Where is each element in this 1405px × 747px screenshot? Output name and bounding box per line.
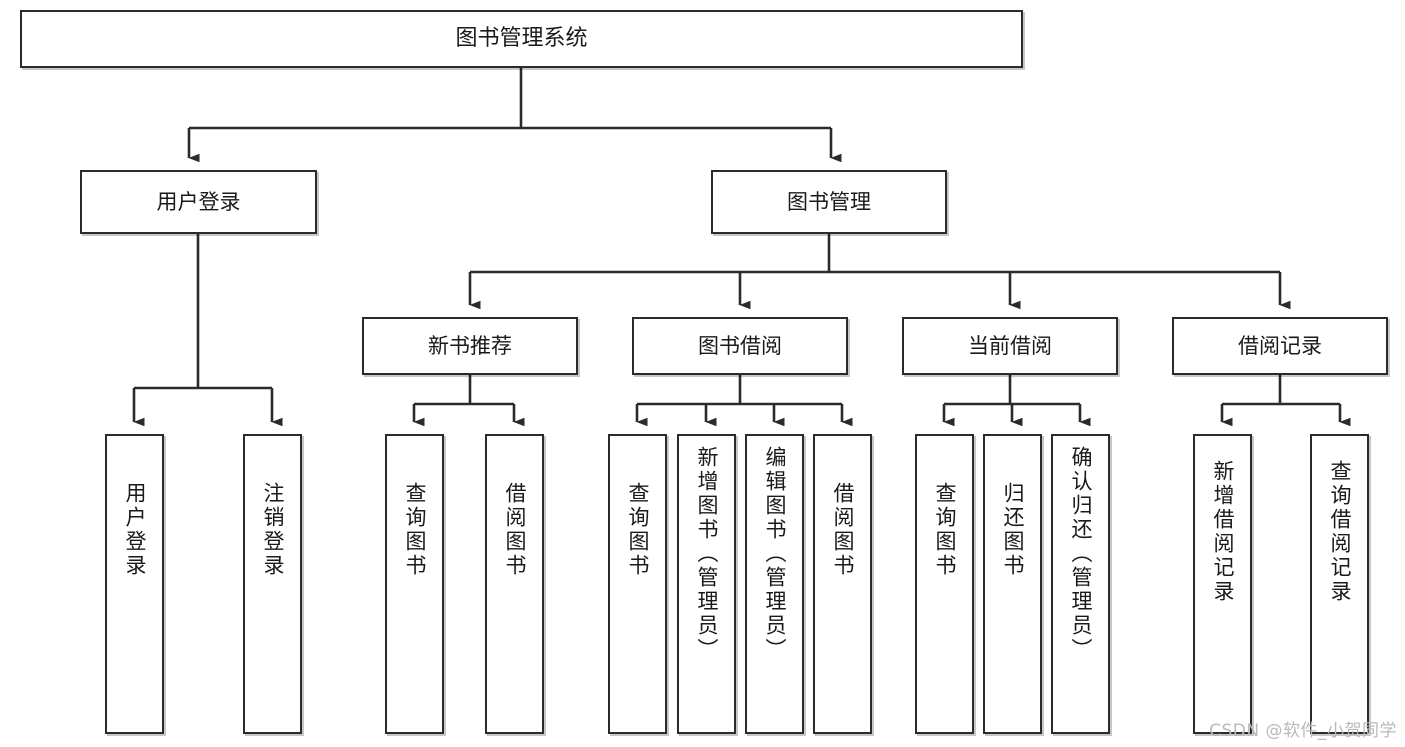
node-leaf-query-book-2[interactable]: 查询图书 [608,434,667,734]
node-leaf-confirm-return-admin[interactable]: 确认归还（管理员） [1051,434,1110,734]
node-book-management[interactable]: 图书管理 [711,170,947,234]
node-label: 借阅图书 [831,482,855,578]
node-label: 当前借阅 [968,333,1052,358]
node-label: 借阅图书 [503,482,527,578]
node-current-borrow[interactable]: 当前借阅 [902,317,1118,375]
node-book-borrow[interactable]: 图书借阅 [632,317,848,375]
node-leaf-user-login[interactable]: 用户登录 [105,434,164,734]
node-label: 图书管理 [787,189,871,214]
node-label: 新书推荐 [428,333,512,358]
node-label: 图书借阅 [698,333,782,358]
node-leaf-add-book-admin[interactable]: 新增图书（管理员） [677,434,736,734]
node-label: 查询图书 [403,482,427,578]
node-label: 查询借阅记录 [1328,460,1352,604]
node-leaf-borrow-book-1[interactable]: 借阅图书 [485,434,544,734]
node-root-system[interactable]: 图书管理系统 [20,10,1023,68]
node-label: 归还图书 [1001,482,1025,578]
node-label: 注销登录 [261,482,285,578]
node-label: 查询图书 [933,482,957,578]
node-leaf-logout-login[interactable]: 注销登录 [243,434,302,734]
node-leaf-query-borrow-record[interactable]: 查询借阅记录 [1310,434,1369,734]
node-borrow-record[interactable]: 借阅记录 [1172,317,1388,375]
node-label: 图书管理系统 [455,26,588,52]
node-label: 新增图书（管理员） [695,446,719,662]
node-leaf-borrow-book-2[interactable]: 借阅图书 [813,434,872,734]
node-label: 新增借阅记录 [1211,460,1235,604]
node-label: 用户登录 [156,189,241,214]
node-leaf-query-book-3[interactable]: 查询图书 [915,434,974,734]
node-label: 编辑图书（管理员） [763,446,787,662]
node-label: 借阅记录 [1238,333,1322,358]
node-new-book-recommend[interactable]: 新书推荐 [362,317,578,375]
node-leaf-edit-book-admin[interactable]: 编辑图书（管理员） [745,434,804,734]
node-label: 确认归还（管理员） [1069,446,1093,662]
node-label: 用户登录 [123,482,147,578]
csdn-watermark: CSDN @软件_小贺同学 [1209,721,1397,741]
node-leaf-add-borrow-record[interactable]: 新增借阅记录 [1193,434,1252,734]
node-leaf-query-book-1[interactable]: 查询图书 [385,434,444,734]
node-label: 查询图书 [626,482,650,578]
node-user-login[interactable]: 用户登录 [80,170,317,234]
node-leaf-return-book[interactable]: 归还图书 [983,434,1042,734]
